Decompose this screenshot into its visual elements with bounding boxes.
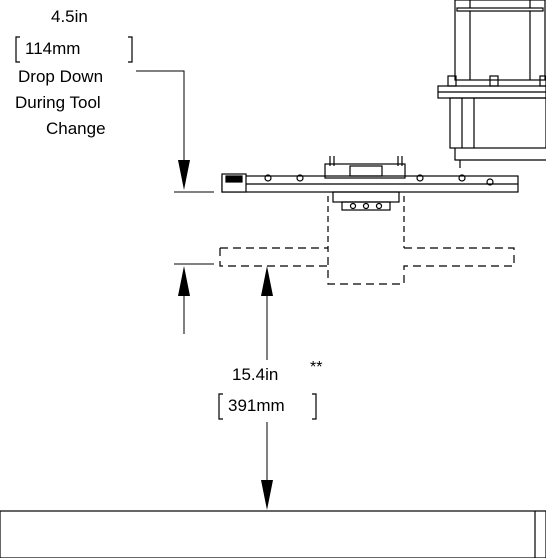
clearance-value-millimeters: 391mm <box>228 396 285 415</box>
tool-plate-lowered-ghost <box>219 247 515 285</box>
drop-value-inches: 4.5in <box>51 7 88 26</box>
drop-note-line3: Change <box>46 119 106 138</box>
clearance-arrow-down <box>261 480 273 510</box>
tool-plate-guide-dashed <box>327 196 405 248</box>
clearance-value-inches: 15.4in <box>232 365 279 384</box>
drop-arrow-up <box>178 266 190 296</box>
drop-note-line1: Drop Down <box>18 67 104 86</box>
spindle-motor <box>437 0 546 168</box>
clearance-arrow-up <box>261 266 273 296</box>
drop-dimension-lines <box>136 70 214 334</box>
drop-note-line2: During Tool <box>15 93 101 112</box>
tool-plate <box>221 156 519 211</box>
work-surface <box>0 510 546 558</box>
bracket-marks <box>15 36 317 420</box>
clearance-asterisks: ** <box>310 359 323 376</box>
drop-arrow-down <box>178 160 190 190</box>
drop-value-millimeters: 114mm <box>25 39 81 58</box>
